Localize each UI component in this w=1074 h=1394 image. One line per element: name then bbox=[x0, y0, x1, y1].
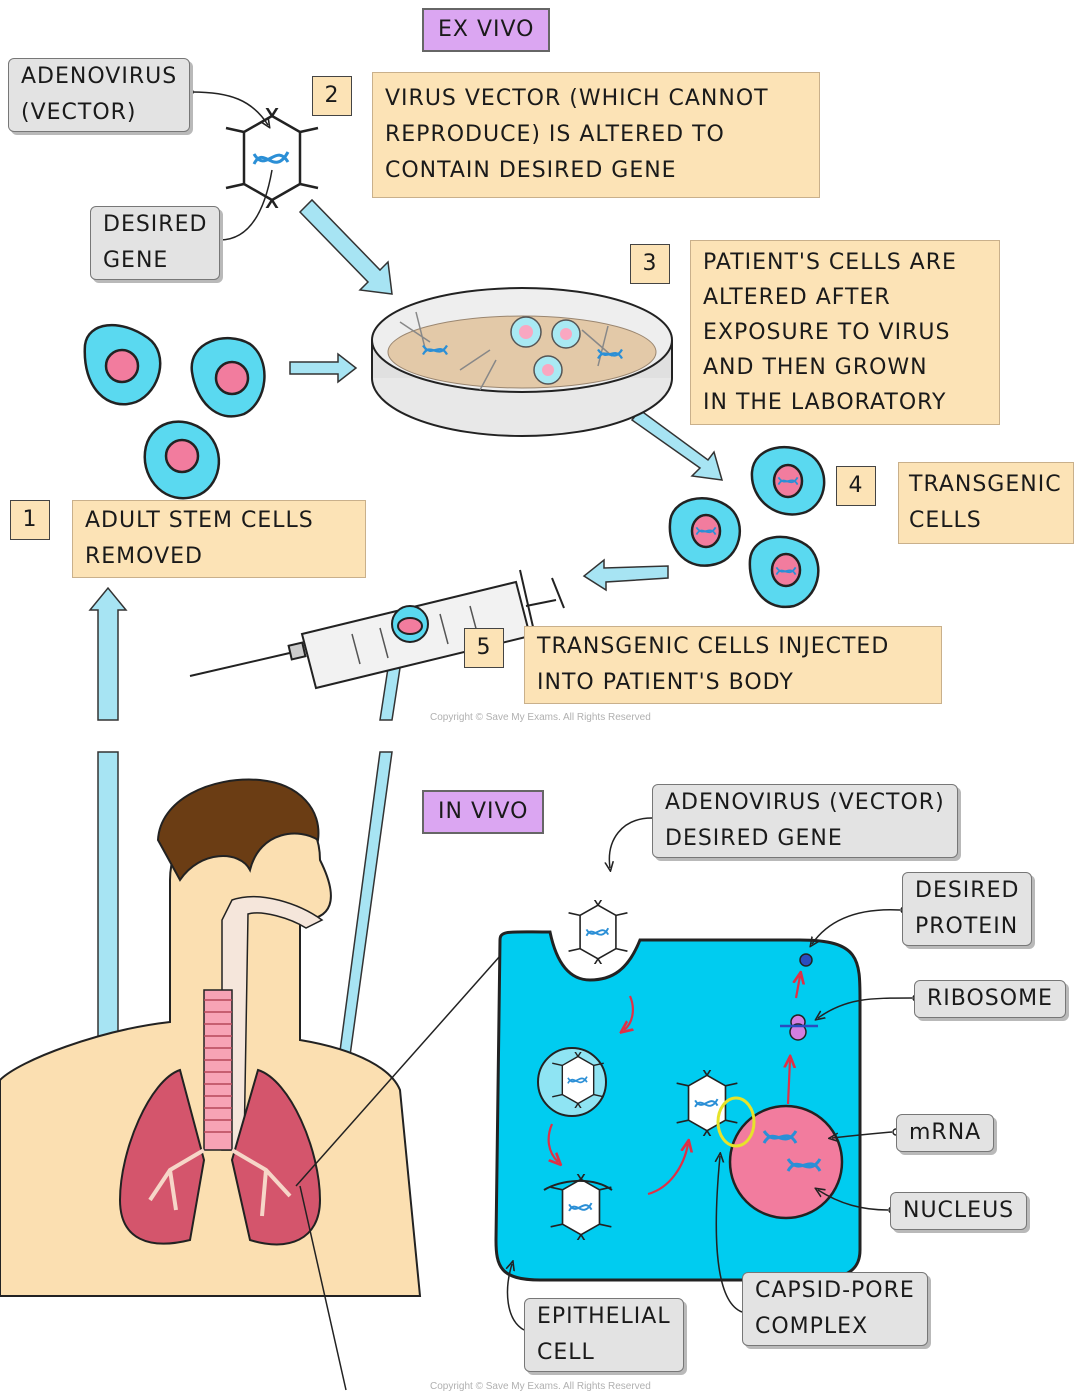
nucleus-label: NUCLEUS bbox=[890, 1192, 1027, 1230]
mrna-label: mRNA bbox=[896, 1114, 994, 1152]
adenovirus-vector-label: ADENOVIRUS(VECTOR) bbox=[8, 58, 190, 132]
vector-pointer bbox=[192, 92, 268, 125]
step-1-number: 1 bbox=[10, 500, 50, 540]
copyright-top: Copyright © Save My Exams. All Rights Re… bbox=[430, 712, 651, 723]
ex-vivo-heading: EX VIVO bbox=[422, 8, 550, 52]
adult-stem-cells bbox=[85, 325, 265, 498]
human-figure bbox=[0, 780, 420, 1296]
copyright-bottom: Copyright © Save My Exams. All Rights Re… bbox=[430, 1381, 651, 1392]
syringe bbox=[190, 570, 564, 688]
step-2-number: 2 bbox=[312, 76, 352, 116]
petri-dish bbox=[372, 288, 672, 436]
in-vivo-heading: IN VIVO bbox=[422, 790, 544, 834]
virus-vector-icon bbox=[226, 100, 318, 216]
step-5-number: 5 bbox=[464, 628, 504, 668]
step-3-number: 3 bbox=[630, 244, 670, 284]
epithelial-cell bbox=[496, 932, 860, 1280]
adenovirus-in-vivo-label: ADENOVIRUS (VECTOR)DESIRED GENE bbox=[652, 784, 958, 858]
step-4-number: 4 bbox=[836, 466, 876, 506]
ribosome-label: RIBOSOME bbox=[914, 980, 1066, 1018]
transgenic-cells bbox=[670, 447, 824, 607]
